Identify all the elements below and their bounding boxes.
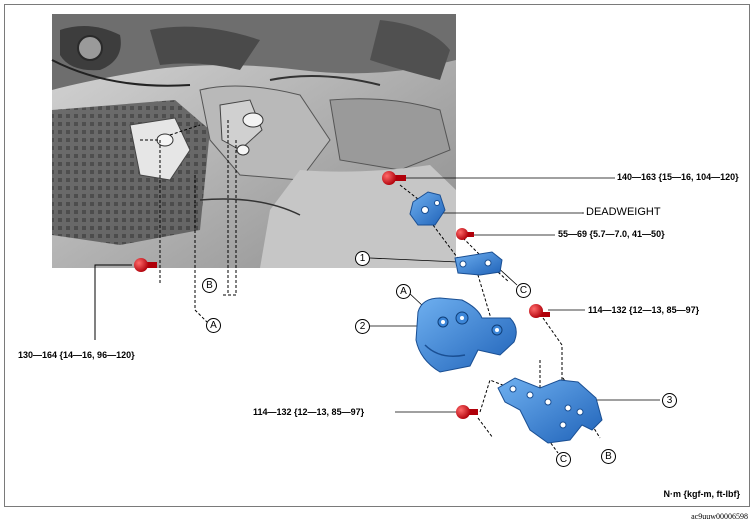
torque-label-3: 114—132 {12—13, 85—97}	[588, 305, 700, 315]
bolt-vehicle	[134, 258, 157, 272]
bolt-2	[456, 228, 474, 240]
bolt-3	[529, 304, 550, 318]
callout-2: 2	[355, 319, 370, 334]
bolt-1	[382, 171, 406, 185]
callout-a-part: A	[396, 284, 411, 299]
torque-label-5: 130—164 {14—16, 96—120}	[18, 350, 135, 360]
vehicle-guide-lines	[140, 120, 237, 323]
part-1-bracket	[454, 251, 503, 276]
part-3-bracket	[497, 377, 603, 444]
leader-torque-5	[94, 264, 132, 340]
vehicle-engine-bay-illustration	[51, 14, 456, 268]
callout-a-vehicle: A	[206, 318, 221, 333]
callout-c-part: C	[556, 452, 571, 467]
torque-label-2: 55—69 {5.7—7.0, 41—50}	[558, 229, 665, 239]
callout-b-part: B	[601, 449, 616, 464]
units-label: N·m {kgf-m, ft-lbf}	[663, 489, 741, 499]
image-code: ac9uuw00006598	[691, 512, 748, 521]
bolt-4	[456, 405, 478, 419]
part-2-engine-mount	[415, 297, 517, 373]
torque-label-4: 114—132 {12—13, 85—97}	[253, 407, 365, 417]
deadweight-mount	[409, 191, 446, 226]
callout-1: 1	[355, 251, 370, 266]
deadweight-label: DEADWEIGHT	[586, 206, 661, 218]
callout-c-bracket: C	[516, 283, 531, 298]
callout-b-vehicle: B	[202, 278, 217, 293]
callout-3: 3	[662, 393, 677, 408]
torque-label-1: 140—163 {15—16, 104—120}	[617, 172, 739, 182]
